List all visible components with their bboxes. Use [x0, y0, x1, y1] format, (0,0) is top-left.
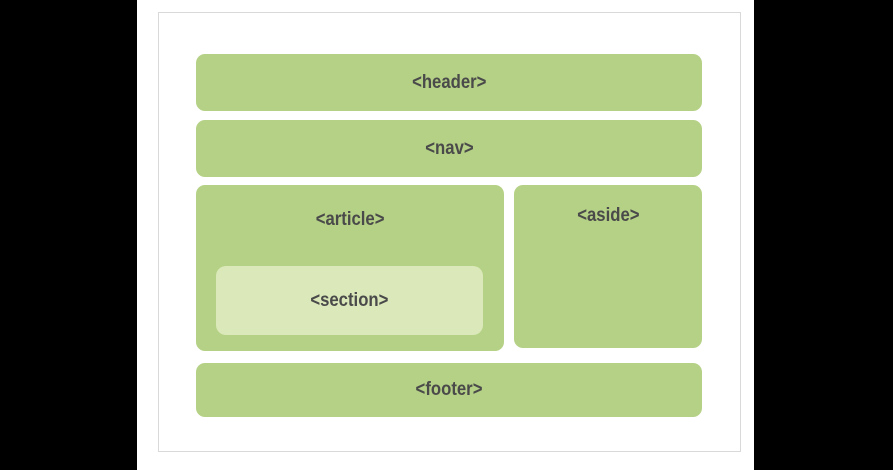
- footer-label: <footer>: [415, 379, 483, 400]
- aside-label: <aside>: [576, 205, 640, 226]
- article-box: <article> <section>: [196, 185, 504, 351]
- aside-box: <aside>: [514, 185, 702, 348]
- section-label: <section>: [310, 289, 389, 311]
- nav-label: <nav>: [424, 137, 474, 159]
- footer-box: <footer>: [196, 363, 702, 417]
- header-label: <header>: [411, 71, 487, 93]
- content-strip: <header> <nav> <article> <section> <asid…: [137, 0, 754, 470]
- nav-box: <nav>: [196, 120, 702, 177]
- article-label: <article>: [315, 209, 385, 230]
- section-box: <section>: [216, 266, 483, 335]
- header-box: <header>: [196, 54, 702, 111]
- layout-diagram-panel: <header> <nav> <article> <section> <asid…: [158, 12, 741, 452]
